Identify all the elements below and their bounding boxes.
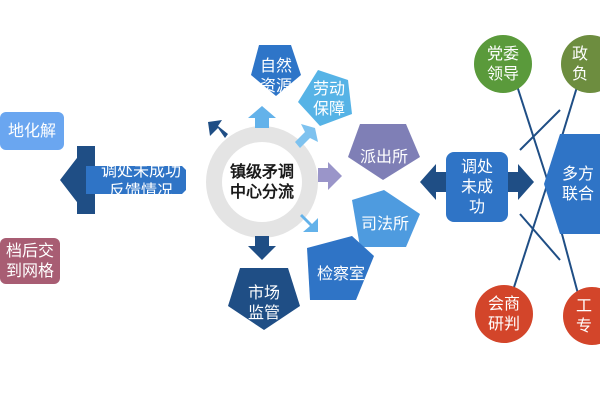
node-police-shape xyxy=(348,124,420,180)
node-market-shape xyxy=(228,268,300,330)
node-procuratorate-shape xyxy=(307,236,374,300)
node-labor-shape xyxy=(298,70,352,126)
node-natural-resources-shape xyxy=(251,45,301,96)
hub-spokes xyxy=(208,106,342,260)
node-party-shape xyxy=(474,35,532,93)
middle-arrow xyxy=(420,152,534,222)
hub-core xyxy=(222,142,302,222)
left-feedback-arrow xyxy=(60,146,186,214)
right-hub-shape xyxy=(544,134,600,234)
node-work-shape xyxy=(563,287,600,345)
node-consult-shape xyxy=(475,285,533,343)
left-top-box xyxy=(0,112,64,150)
left-bottom-box xyxy=(0,238,60,284)
node-justice-shape xyxy=(352,190,420,247)
node-gov-shape xyxy=(561,35,600,93)
